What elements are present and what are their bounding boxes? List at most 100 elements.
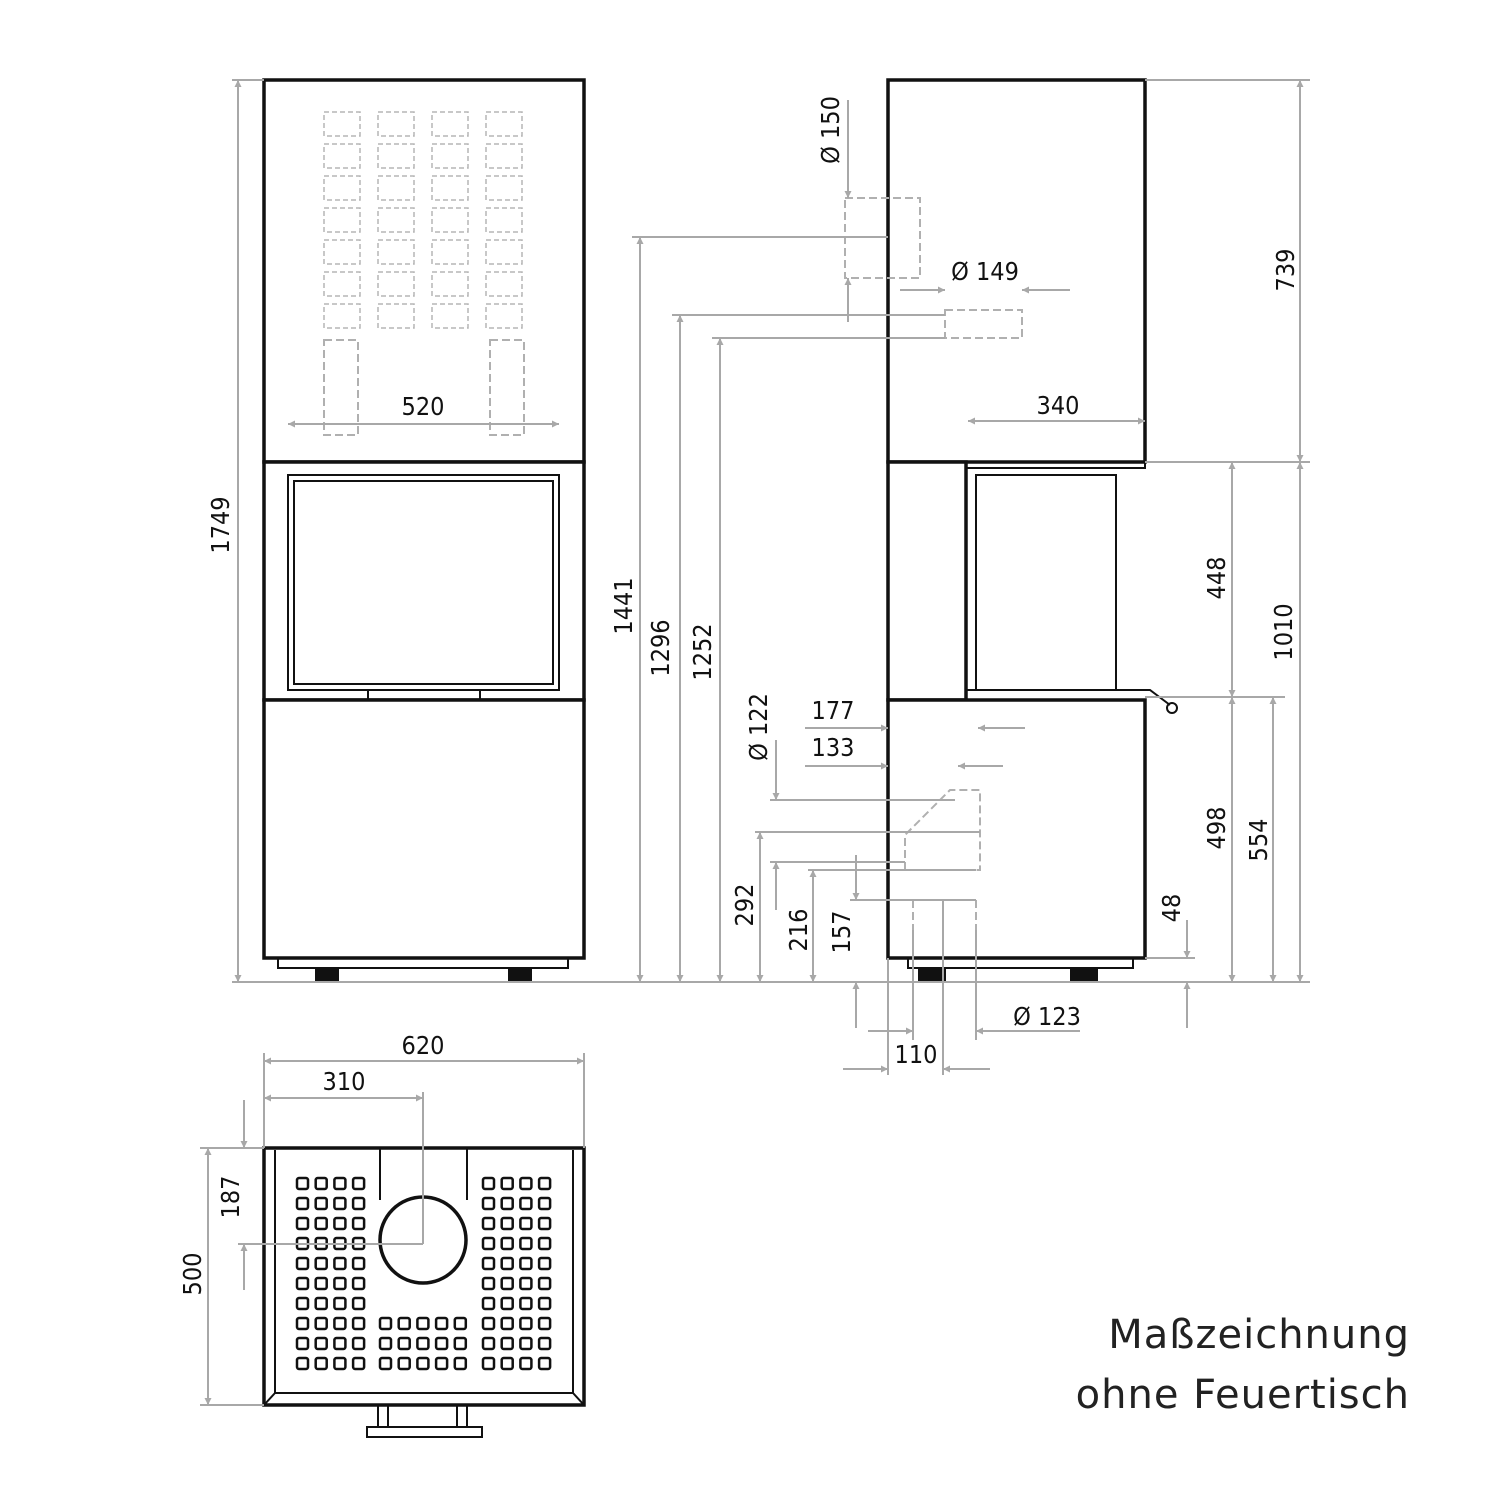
- vent-hole: [434, 1336, 449, 1351]
- hidden-grille-cell: [323, 143, 361, 169]
- vent-hole: [519, 1256, 533, 1271]
- vent-hole: [481, 1336, 496, 1351]
- vent-hole: [351, 1216, 366, 1231]
- vent-hole: [333, 1196, 347, 1211]
- vent-hole: [537, 1216, 552, 1231]
- vent-hole: [295, 1196, 310, 1211]
- label-292: 292: [730, 884, 759, 927]
- vent-hole: [500, 1176, 514, 1191]
- vent-hole: [500, 1196, 514, 1211]
- vent-hole: [378, 1356, 393, 1371]
- hidden-leg-right: [489, 339, 525, 436]
- side-plinth: [907, 957, 1134, 969]
- front-glass-inner: [293, 480, 554, 685]
- vent-hole: [333, 1296, 347, 1311]
- vent-hole: [481, 1356, 496, 1371]
- vent-hole: [295, 1276, 310, 1291]
- label-133: 133: [812, 733, 855, 762]
- vent-hole: [314, 1216, 328, 1231]
- dimension-labels: 520 1749 Ø 150 Ø 149 340 739 1441 1296 1…: [178, 96, 1300, 1295]
- vent-hole: [378, 1316, 393, 1331]
- side-base-panel: [886, 698, 1147, 960]
- hidden-grille-cell: [431, 175, 469, 201]
- vent-hole: [537, 1276, 552, 1291]
- vent-hole: [333, 1276, 347, 1291]
- vent-hole: [519, 1176, 533, 1191]
- vent-hole: [500, 1256, 514, 1271]
- vent-hole: [295, 1336, 310, 1351]
- vent-hole: [537, 1256, 552, 1271]
- vent-hole: [314, 1176, 328, 1191]
- vent-hole: [519, 1196, 533, 1211]
- front-foot-left: [315, 968, 339, 982]
- vent-hole: [295, 1176, 310, 1191]
- vent-hole: [295, 1256, 310, 1271]
- vent-hole: [351, 1296, 366, 1311]
- hidden-grille-cell: [431, 271, 469, 297]
- vent-hole: [500, 1236, 514, 1251]
- plan-handle-bar: [366, 1426, 483, 1438]
- convection-grille-hidden: [323, 111, 523, 329]
- hidden-grille-cell: [485, 239, 523, 265]
- vent-hole: [481, 1236, 496, 1251]
- label-177: 177: [812, 696, 855, 725]
- vent-hole: [333, 1356, 347, 1371]
- plan-inner-frame: [263, 1150, 585, 1406]
- vent-hole: [537, 1236, 552, 1251]
- drawing-subtitle: ohne Feuertisch: [1076, 1372, 1410, 1418]
- vent-hole: [519, 1296, 533, 1311]
- hidden-grille-cell: [485, 271, 523, 297]
- vent-hole: [453, 1336, 468, 1351]
- hidden-grille-cell: [431, 143, 469, 169]
- vent-hole: [434, 1316, 449, 1331]
- vent-hole: [481, 1316, 496, 1331]
- vent-hole: [481, 1256, 496, 1271]
- side-top-trim: [965, 461, 1146, 469]
- vent-hole: [481, 1216, 496, 1231]
- front-plinth: [277, 957, 569, 969]
- label-1441: 1441: [609, 577, 638, 634]
- vent-hole: [500, 1296, 514, 1311]
- vent-hole: [351, 1336, 366, 1351]
- vent-hole: [519, 1236, 533, 1251]
- side-glass: [975, 474, 1117, 691]
- vent-hole: [537, 1296, 552, 1311]
- label-739: 739: [1271, 249, 1300, 292]
- vent-hole: [519, 1336, 533, 1351]
- vent-hole: [537, 1196, 552, 1211]
- vent-hole: [351, 1356, 366, 1371]
- vent-hole: [481, 1296, 496, 1311]
- vent-hole: [397, 1316, 411, 1331]
- hidden-grille-cell: [377, 111, 415, 137]
- plan-handle-post-left: [377, 1404, 389, 1428]
- vent-hole: [314, 1256, 328, 1271]
- hidden-grille-cell: [431, 111, 469, 137]
- label-498: 498: [1202, 807, 1231, 850]
- dimension-lines: [200, 79, 1310, 1406]
- label-1010: 1010: [1269, 603, 1298, 660]
- vent-hole: [351, 1196, 366, 1211]
- label-216: 216: [784, 909, 813, 952]
- label-554: 554: [1244, 819, 1273, 862]
- label-1252: 1252: [688, 623, 717, 680]
- hidden-grille-cell: [323, 175, 361, 201]
- plan-flue-collar: [379, 1148, 468, 1200]
- vent-hole: [500, 1276, 514, 1291]
- vent-hole: [351, 1276, 366, 1291]
- label-149: Ø 149: [951, 257, 1019, 286]
- vent-hole: [397, 1336, 411, 1351]
- vent-hole: [333, 1316, 347, 1331]
- vent-hole: [537, 1356, 552, 1371]
- vent-hole: [500, 1316, 514, 1331]
- side-door-handle: [966, 689, 1171, 706]
- side-top-panel: [886, 78, 1147, 464]
- hidden-grille-cell: [485, 207, 523, 233]
- hidden-grille-cell: [377, 143, 415, 169]
- label-157: 157: [827, 911, 856, 954]
- hidden-grille-cell: [431, 239, 469, 265]
- vent-hole: [519, 1356, 533, 1371]
- vent-hole: [416, 1356, 430, 1371]
- vent-hole: [314, 1276, 328, 1291]
- front-view: [262, 78, 586, 982]
- plan-vent-holes: [295, 1176, 552, 1371]
